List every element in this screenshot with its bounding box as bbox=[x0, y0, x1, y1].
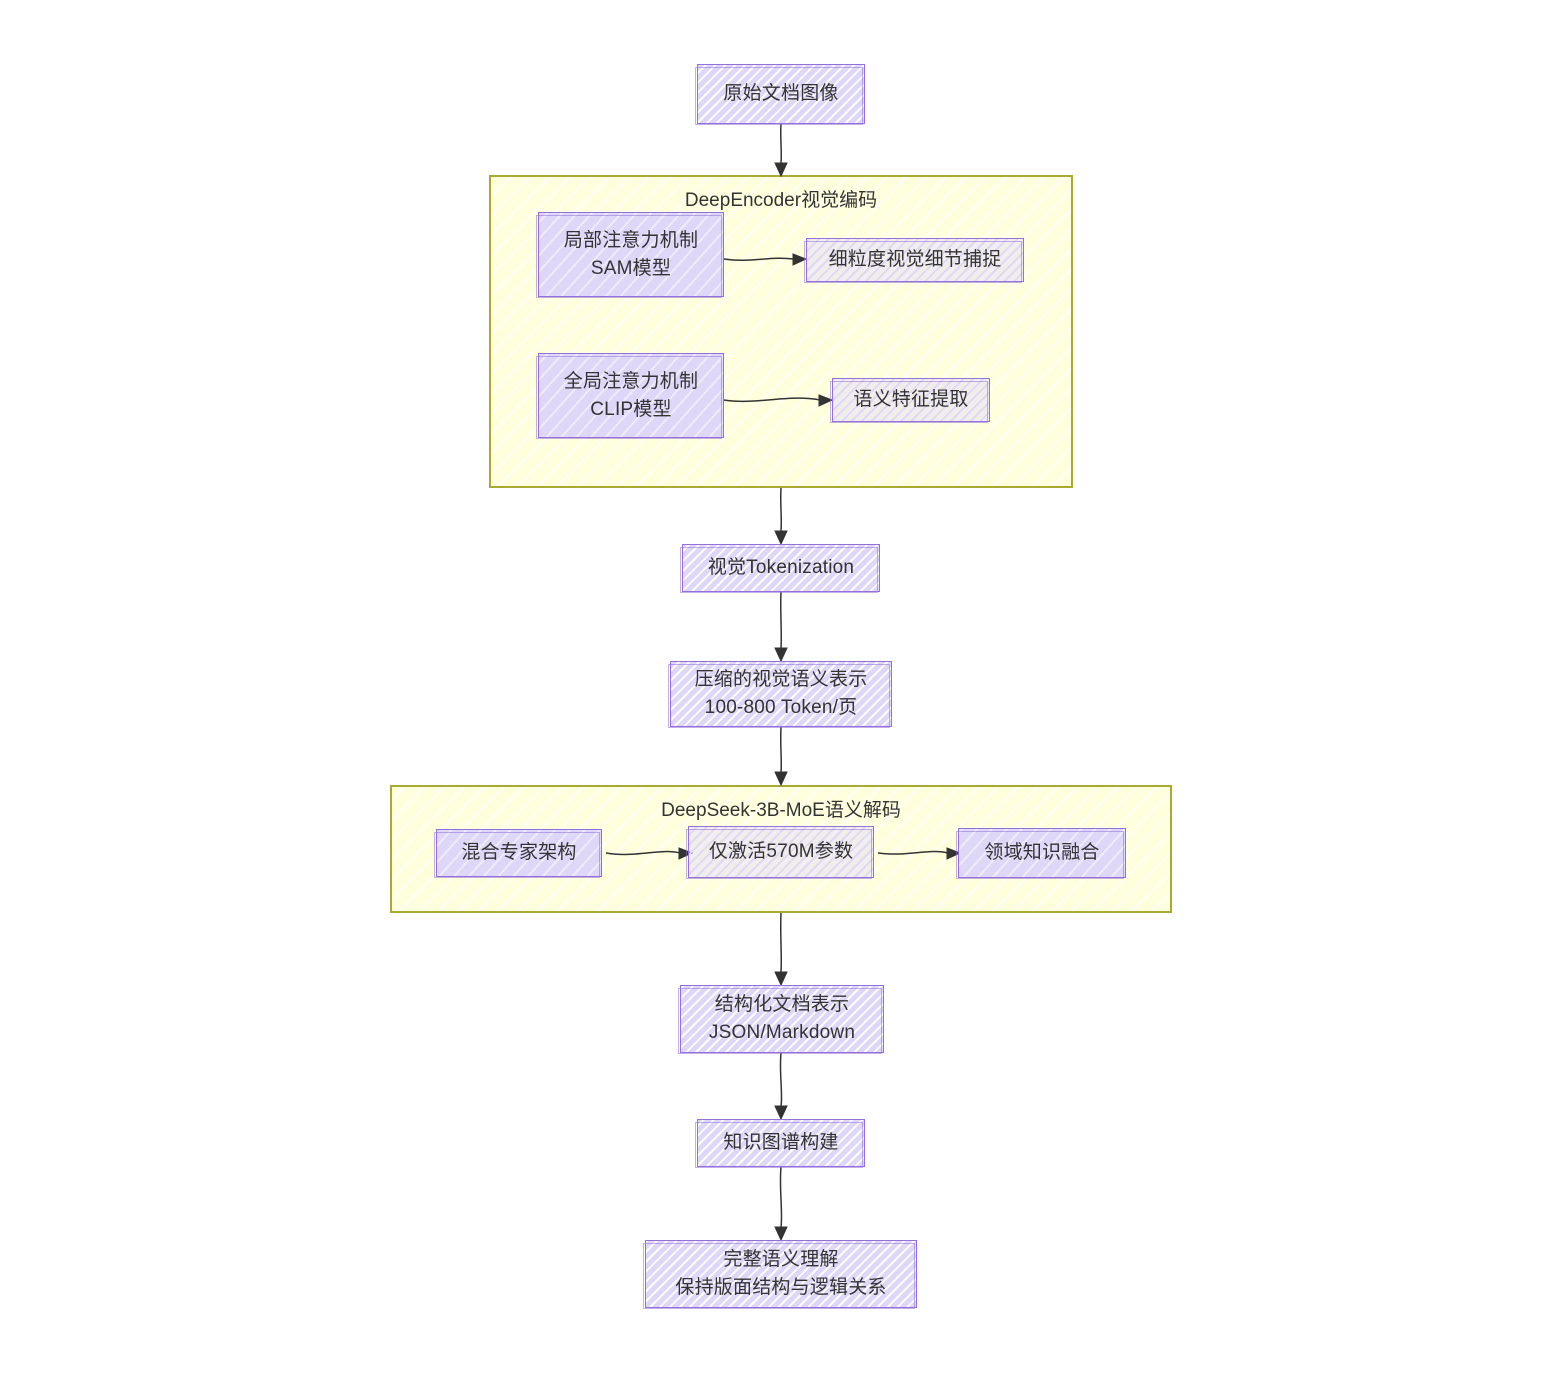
node-fine-detail[interactable]: 细粒度视觉细节捕捉 bbox=[804, 238, 1024, 283]
node-compressed[interactable]: 压缩的视觉语义表示 100-800 Token/页 bbox=[668, 661, 892, 728]
node-knowledge-graph[interactable]: 知识图谱构建 bbox=[695, 1119, 865, 1168]
node-global-attention[interactable]: 全局注意力机制 CLIP模型 bbox=[536, 353, 724, 439]
node-structured-doc-line2: JSON/Markdown bbox=[708, 1022, 856, 1043]
edge-compressed-to-decoder bbox=[774, 726, 788, 787]
edge-tokenization-to-compressed bbox=[774, 591, 788, 663]
node-semantic-feature-label: 语义特征提取 bbox=[853, 389, 969, 411]
node-global-attention-line2: CLIP模型 bbox=[590, 398, 672, 420]
node-semantic-feature[interactable]: 语义特征提取 bbox=[830, 378, 990, 423]
edge-encoder-to-tokenization bbox=[774, 487, 788, 546]
edge-structured-to-graph bbox=[774, 1052, 788, 1121]
node-domain-fusion[interactable]: 领域知识融合 bbox=[956, 828, 1126, 879]
node-tokenization-label: 视觉Tokenization bbox=[707, 557, 855, 579]
node-active-params[interactable]: 仅激活570M参数 bbox=[686, 826, 874, 879]
node-compressed-line2: 100-800 Token/页 bbox=[704, 697, 858, 718]
node-local-attention-line2: SAM模型 bbox=[590, 257, 672, 279]
subgraph-encoder-title: DeepEncoder视觉编码 bbox=[684, 190, 878, 211]
node-tokenization[interactable]: 视觉Tokenization bbox=[680, 544, 880, 593]
node-source-image[interactable]: 原始文档图像 bbox=[695, 64, 865, 125]
node-moe-architecture[interactable]: 混合专家架构 bbox=[434, 829, 602, 878]
node-global-attention-line1: 全局注意力机制 bbox=[563, 370, 699, 392]
node-moe-architecture-label: 混合专家架构 bbox=[461, 842, 577, 864]
node-final-output-line1: 完整语义理解 bbox=[723, 1249, 839, 1271]
subgraph-decoder-title: DeepSeek-3B-MoE语义解码 bbox=[661, 800, 901, 821]
edge-decoder-to-structured bbox=[774, 912, 788, 987]
node-domain-fusion-label: 领域知识融合 bbox=[984, 842, 1100, 864]
node-local-attention-line1: 局部注意力机制 bbox=[563, 229, 699, 251]
node-fine-detail-label: 细粒度视觉细节捕捉 bbox=[828, 249, 1002, 271]
node-structured-doc[interactable]: 结构化文档表示 JSON/Markdown bbox=[678, 985, 884, 1054]
node-final-output[interactable]: 完整语义理解 保持版面结构与逻辑关系 bbox=[643, 1240, 917, 1309]
node-compressed-line1: 压缩的视觉语义表示 bbox=[694, 669, 868, 691]
node-structured-doc-line1: 结构化文档表示 bbox=[714, 994, 850, 1016]
node-final-output-line2: 保持版面结构与逻辑关系 bbox=[675, 1277, 887, 1298]
node-knowledge-graph-label: 知识图谱构建 bbox=[723, 1132, 839, 1154]
edge-graph-to-final bbox=[774, 1166, 788, 1242]
edge-source-to-encoder bbox=[774, 123, 788, 178]
node-active-params-label: 仅激活570M参数 bbox=[708, 841, 854, 863]
node-source-image-label: 原始文档图像 bbox=[723, 83, 839, 105]
node-local-attention[interactable]: 局部注意力机制 SAM模型 bbox=[536, 212, 724, 298]
